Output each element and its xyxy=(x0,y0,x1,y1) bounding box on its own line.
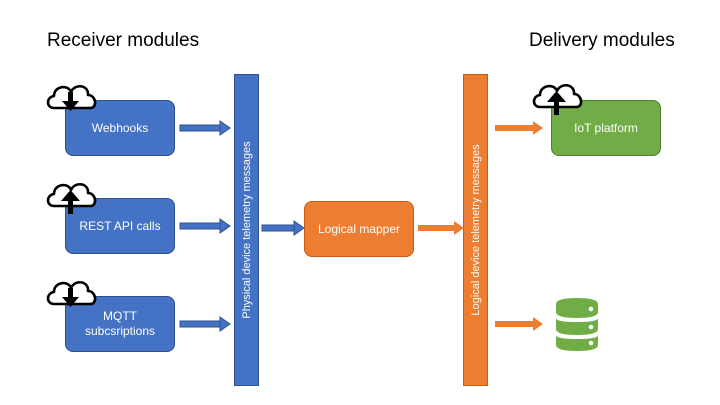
iot-platform-label: IoT platform xyxy=(574,120,638,135)
arrow-webhooks-to-bar xyxy=(179,120,231,136)
iot-platform-box: IoT platform xyxy=(551,100,661,156)
receiver-modules-heading: Receiver modules xyxy=(47,30,200,51)
rest-api-box: REST API calls xyxy=(65,198,175,254)
cloud-download-icon xyxy=(46,84,97,111)
webhooks-box: Webhooks xyxy=(65,100,175,156)
logical-telemetry-bar: Logical device telemetry messages xyxy=(463,74,488,386)
database-icon xyxy=(556,298,598,351)
mqtt-label: MQTT subcsriptions xyxy=(84,309,156,338)
mqtt-box: MQTT subcsriptions xyxy=(65,296,175,352)
physical-telemetry-bar: Physical device telemetry messages xyxy=(234,74,259,386)
logical-mapper-label: Logical mapper xyxy=(317,221,401,236)
cloud-upload-icon xyxy=(46,182,97,214)
arrow-rest-to-bar xyxy=(179,218,231,234)
arrow-bar-to-mapper xyxy=(261,220,305,236)
delivery-modules-heading: Delivery modules xyxy=(529,30,675,51)
webhooks-label: Webhooks xyxy=(91,120,149,135)
rest-api-label: REST API calls xyxy=(79,218,161,233)
cloud-upload-icon xyxy=(532,83,583,115)
arrow-mqtt-to-bar xyxy=(179,316,231,332)
logical-mapper-box: Logical mapper xyxy=(304,201,414,257)
arrow-bar-to-database xyxy=(495,317,543,331)
cloud-download-icon xyxy=(46,280,97,307)
arrow-mapper-to-bar xyxy=(418,221,464,235)
arrow-bar-to-iot xyxy=(495,121,543,135)
